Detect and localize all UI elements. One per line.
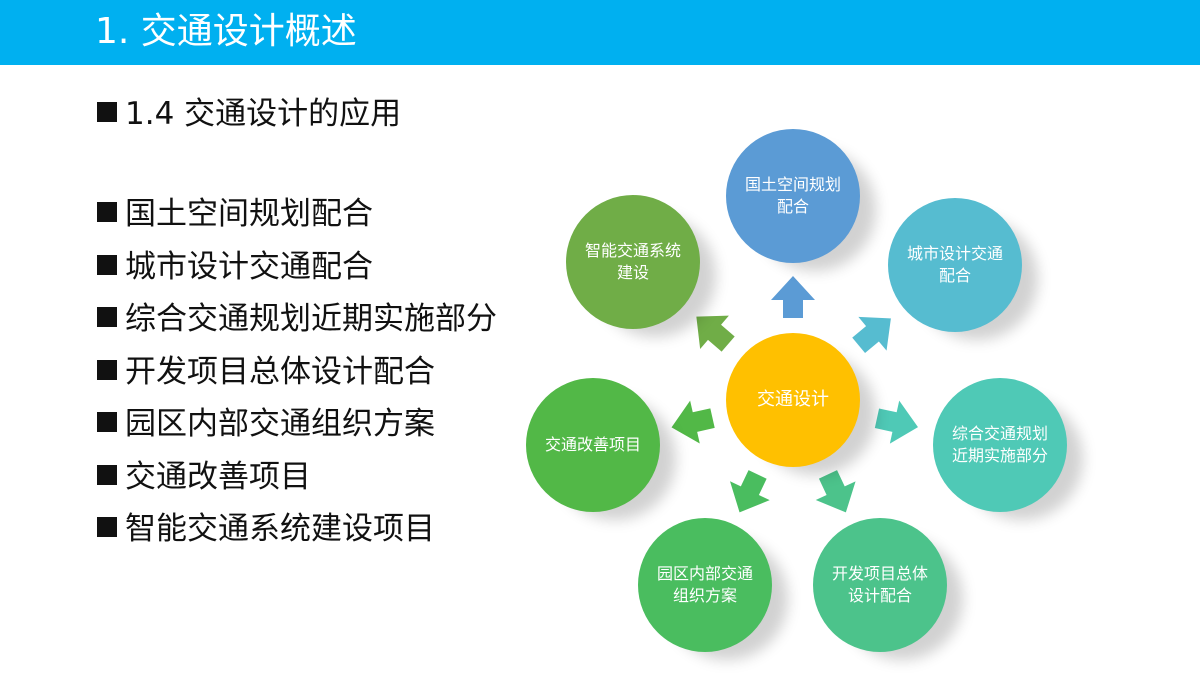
center-node: 交通设计 [726, 333, 860, 467]
node-urban-design: 城市设计交通配合 [888, 198, 1022, 332]
list-item: 开发项目总体设计配合 [97, 346, 497, 399]
arrow-icon [874, 400, 918, 444]
node-park-organization: 园区内部交通组织方案 [638, 518, 772, 652]
title-bar: 1. 交通设计概述 [0, 0, 1200, 65]
list-item: 国土空间规划配合 [97, 188, 497, 241]
bullet-icon [97, 359, 117, 380]
bullet-icon [97, 307, 117, 327]
list-item: 交通改善项目 [97, 451, 497, 504]
arrow-icon [729, 470, 770, 513]
section-heading: 1.4 交通设计的应用 [97, 88, 401, 133]
list-item: 综合交通规划近期实施部分 [97, 293, 497, 346]
bullet-icon [97, 412, 117, 432]
node-development-project: 开发项目总体设计配合 [813, 518, 947, 652]
bullet-icon [97, 517, 117, 537]
bullet-icon [97, 464, 117, 485]
bullet-icon [97, 102, 117, 122]
arrow-icon [852, 316, 891, 353]
list-item: 园区内部交通组织方案 [97, 398, 497, 451]
node-its: 智能交通系统建设 [566, 195, 700, 329]
arrow-icon [671, 400, 715, 444]
node-comprehensive-planning: 综合交通规划近期实施部分 [933, 378, 1067, 512]
arrow-icon [696, 315, 735, 352]
bullet-icon [97, 202, 117, 222]
slide-title: 1. 交通设计概述 [95, 11, 357, 52]
list-item: 智能交通系统建设项目 [97, 503, 497, 556]
list-item: 城市设计交通配合 [97, 241, 497, 294]
application-list: 国土空间规划配合 城市设计交通配合 综合交通规划近期实施部分 开发项目总体设计配… [97, 188, 497, 556]
node-land-planning: 国土空间规划配合 [726, 129, 860, 263]
node-traffic-improvement: 交通改善项目 [526, 378, 660, 512]
arrow-icon [815, 470, 856, 513]
bullet-icon [97, 254, 117, 275]
arrow-icon [771, 276, 815, 318]
